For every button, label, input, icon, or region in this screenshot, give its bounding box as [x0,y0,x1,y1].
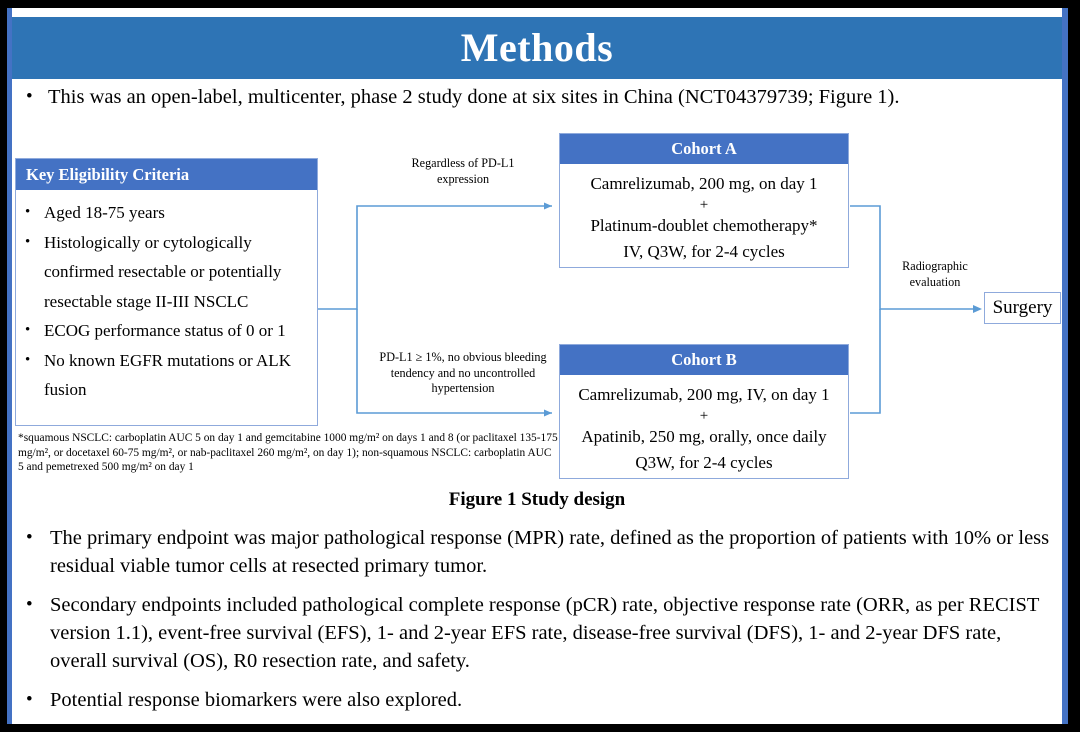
list-item: ECOG performance status of 0 or 1 [25,316,311,346]
endpoint-bullet: • The primary endpoint was major patholo… [26,524,1058,580]
eligibility-header: Key Eligibility Criteria [16,159,317,190]
cohort-b-line: Q3W, for 2-4 cycles [635,453,773,472]
connector-label-radiographic: Radiographic evaluation [902,259,968,289]
diagram-connectors [318,202,982,417]
endpoints-bullets: • The primary endpoint was major patholo… [26,524,1058,725]
cohort-a-header: Cohort A [560,134,848,164]
cohort-b-box: Cohort B Camrelizumab, 200 mg, IV, on da… [559,344,849,479]
eligibility-list: Aged 18-75 years Histologically or cytol… [16,190,317,405]
slide-page: Methods • This was an open-label, multic… [12,8,1062,724]
title-banner [12,17,1062,79]
left-accent-strip [7,8,12,724]
connector-label-cohort-b: PD-L1 ≥ 1%, no obvious bleeding tendency… [379,350,547,395]
list-item: Histologically or cytologically confirme… [25,228,311,317]
chemotherapy-footnote: *squamous NSCLC: carboplatin AUC 5 on da… [18,432,558,474]
endpoint-bullet-text: The primary endpoint was major pathologi… [50,527,1050,577]
eligibility-box: Key Eligibility Criteria Aged 18-75 year… [15,158,318,426]
cohort-b-header: Cohort B [560,345,848,375]
bullet-glyph: • [26,86,33,107]
page-title: Methods [460,25,614,70]
bullet-glyph: • [26,527,33,548]
endpoint-bullet-text: Potential response biomarkers were also … [50,689,463,711]
cohort-b-line: Camrelizumab, 200 mg, IV, on day 1 [578,385,830,404]
bullet-glyph: • [26,689,33,710]
intro-bullet: • This was an open-label, multicenter, p… [26,84,1056,111]
intro-bullet-text: This was an open-label, multicenter, pha… [48,86,900,108]
study-design-diagram: Key Eligibility Criteria Aged 18-75 year… [12,126,1062,506]
cohort-a-line: Camrelizumab, 200 mg, on day 1 [590,174,818,193]
cohort-a-body: Camrelizumab, 200 mg, on day 1 + Platinu… [560,164,848,273]
cohort-a-line: IV, Q3W, for 2-4 cycles [623,242,785,261]
surgery-label: Surgery [992,297,1053,318]
cohort-a-box: Cohort A Camrelizumab, 200 mg, on day 1 … [559,133,849,268]
endpoint-bullet-text: Secondary endpoints included pathologica… [50,594,1040,672]
endpoint-bullet: • Secondary endpoints included pathologi… [26,591,1058,675]
connector-label-cohort-a: Regardless of PD-L1 expression [411,156,515,186]
figure-caption: Figure 1 Study design [448,489,626,510]
list-item: Aged 18-75 years [25,198,311,228]
right-accent-strip [1062,8,1068,724]
cohort-a-plus: + [699,197,709,213]
list-item: No known EGFR mutations or ALK fusion [25,346,311,405]
surgery-box: Surgery [984,292,1061,324]
cohort-b-line: Apatinib, 250 mg, orally, once daily [581,427,827,446]
cohort-b-body: Camrelizumab, 200 mg, IV, on day 1 + Apa… [560,375,848,484]
endpoint-bullet: • Potential response biomarkers were als… [26,686,1058,714]
cohort-b-plus: + [699,408,709,424]
cohort-a-line: Platinum-doublet chemotherapy* [590,216,818,235]
bullet-glyph: • [26,594,33,615]
